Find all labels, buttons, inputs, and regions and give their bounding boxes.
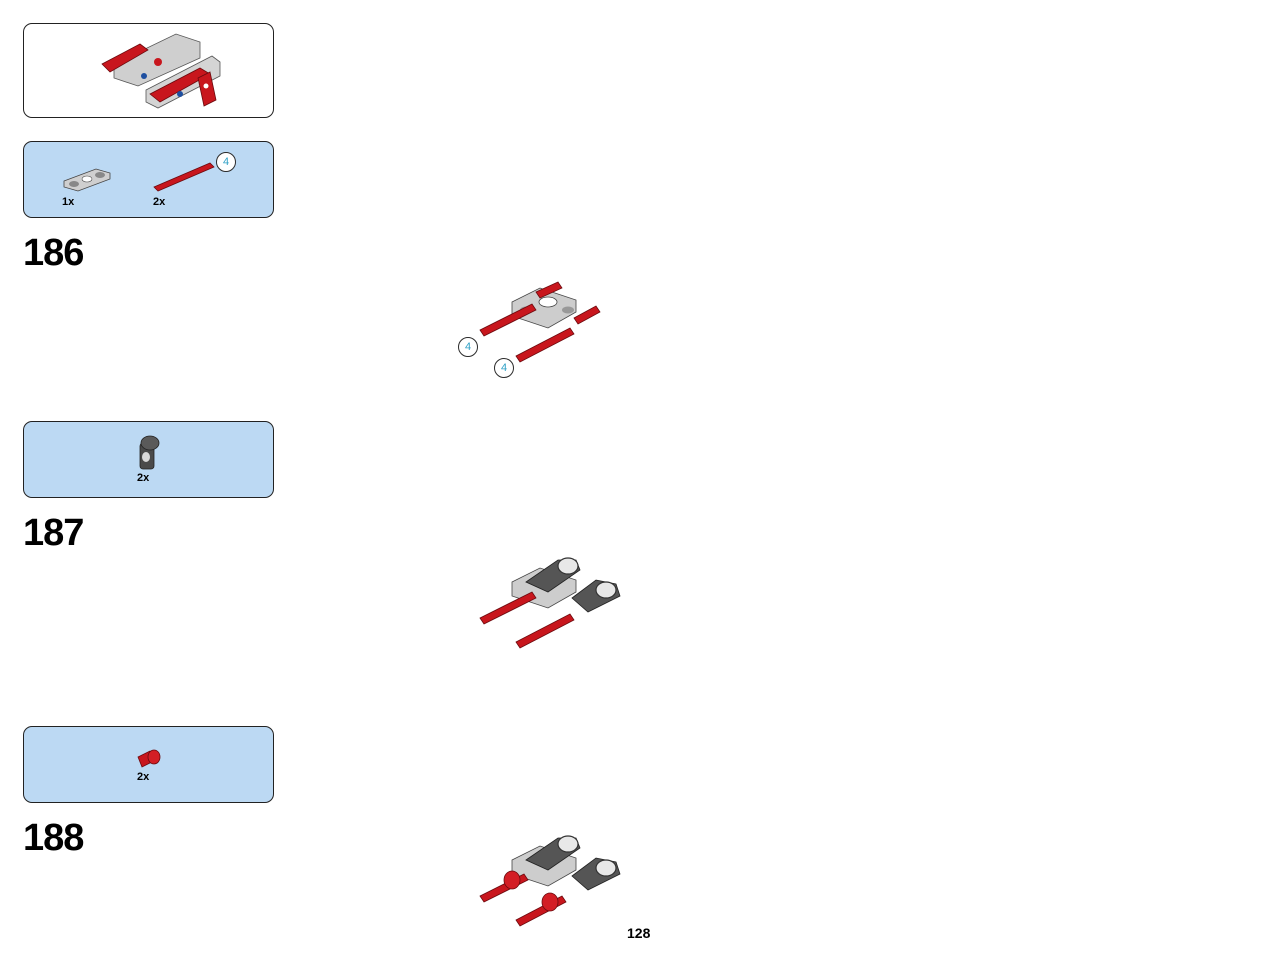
red-bush-icon xyxy=(137,749,161,768)
part-qty: 2x xyxy=(153,196,166,208)
parts-list-step-186: 1x 2x 4 xyxy=(23,141,274,218)
submodel-preview-box xyxy=(23,23,274,118)
part-qty: 2x xyxy=(137,771,150,783)
axle-length-callout: 4 xyxy=(494,358,514,378)
parts-list-step-187: 2x xyxy=(23,421,274,498)
step-number: 186 xyxy=(23,232,84,274)
part-qty: 1x xyxy=(62,196,75,208)
step-188-assembly-icon xyxy=(479,835,621,927)
part-qty: 2x xyxy=(137,472,150,484)
red-axle-icon xyxy=(153,162,215,192)
step-186-assembly-icon xyxy=(479,281,601,363)
parts-list-step-188: 2x xyxy=(23,726,274,803)
axle-length-callout: 4 xyxy=(458,337,478,357)
dark-gray-pin-connector-icon xyxy=(139,435,160,470)
step-187-assembly-icon xyxy=(479,557,621,649)
gray-beam-connector-icon xyxy=(63,168,111,192)
step-number: 188 xyxy=(23,817,84,859)
step-number: 187 xyxy=(23,512,84,554)
axle-length-callout: 4 xyxy=(216,152,236,172)
page-number: 128 xyxy=(627,925,651,941)
submodel-assembly-icon xyxy=(101,33,221,109)
